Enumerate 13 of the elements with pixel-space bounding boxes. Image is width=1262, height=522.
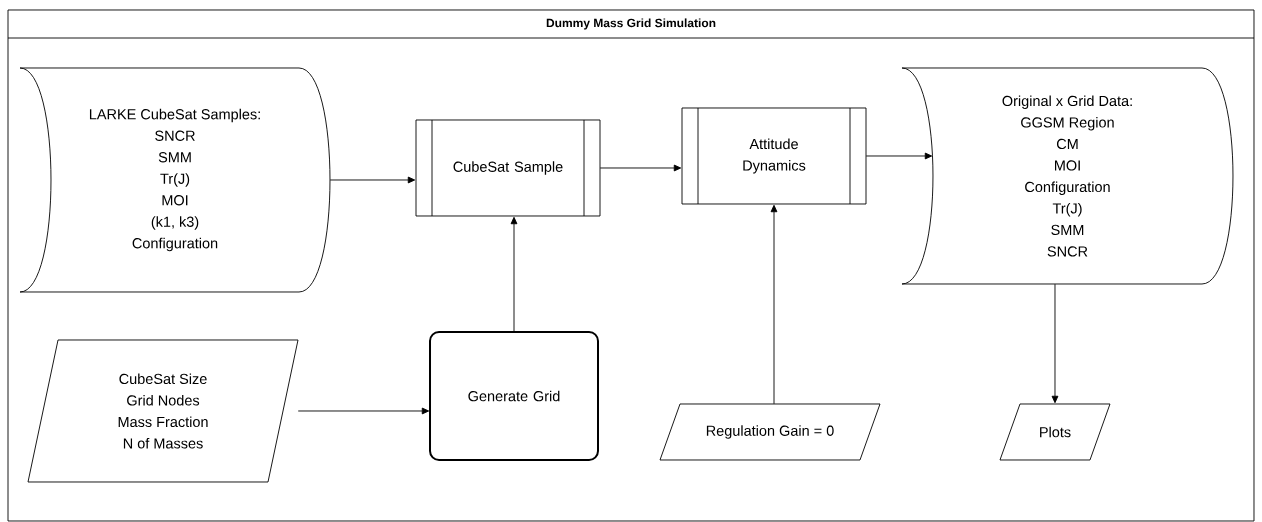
arrow bbox=[599, 164, 682, 172]
arrow bbox=[1051, 283, 1059, 404]
arrow bbox=[510, 216, 518, 333]
arrow bbox=[329, 176, 416, 184]
predefined-process-box: CubeSat Sample bbox=[415, 119, 601, 217]
arrow bbox=[770, 204, 778, 405]
output-parallelogram: Plots bbox=[999, 403, 1111, 461]
input-parallelogram: Regulation Gain = 0 bbox=[659, 403, 881, 461]
predefined-process-box: Attitude Dynamics bbox=[681, 107, 867, 205]
arrow bbox=[865, 152, 933, 160]
arrow bbox=[297, 407, 430, 415]
process-box: Generate Grid bbox=[429, 331, 599, 461]
input-parallelogram: CubeSat Size Grid Nodes Mass Fraction N of Masses bbox=[27, 339, 299, 483]
